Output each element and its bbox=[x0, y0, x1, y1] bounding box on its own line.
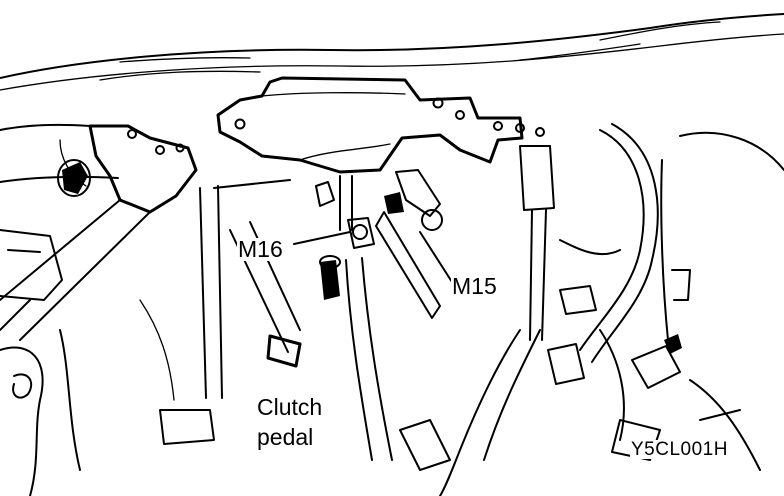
dashboard-upper-panel bbox=[0, 13, 784, 91]
callout-m15: M15 bbox=[451, 273, 498, 299]
callout-clutch-line1: Clutch bbox=[255, 392, 325, 422]
switch-parts bbox=[315, 169, 443, 319]
figure-code: Y5CL001H bbox=[630, 439, 729, 460]
right-side-harness bbox=[439, 123, 784, 496]
leader-lines bbox=[293, 231, 453, 283]
callout-m16: M16 bbox=[237, 236, 284, 262]
pedal-arms bbox=[159, 175, 451, 471]
pedal-bracket bbox=[216, 76, 545, 174]
steering-column-assembly bbox=[0, 123, 198, 496]
callout-clutch-pedal: Clutch pedal bbox=[255, 392, 325, 452]
callout-clutch-line2: pedal bbox=[255, 422, 316, 452]
